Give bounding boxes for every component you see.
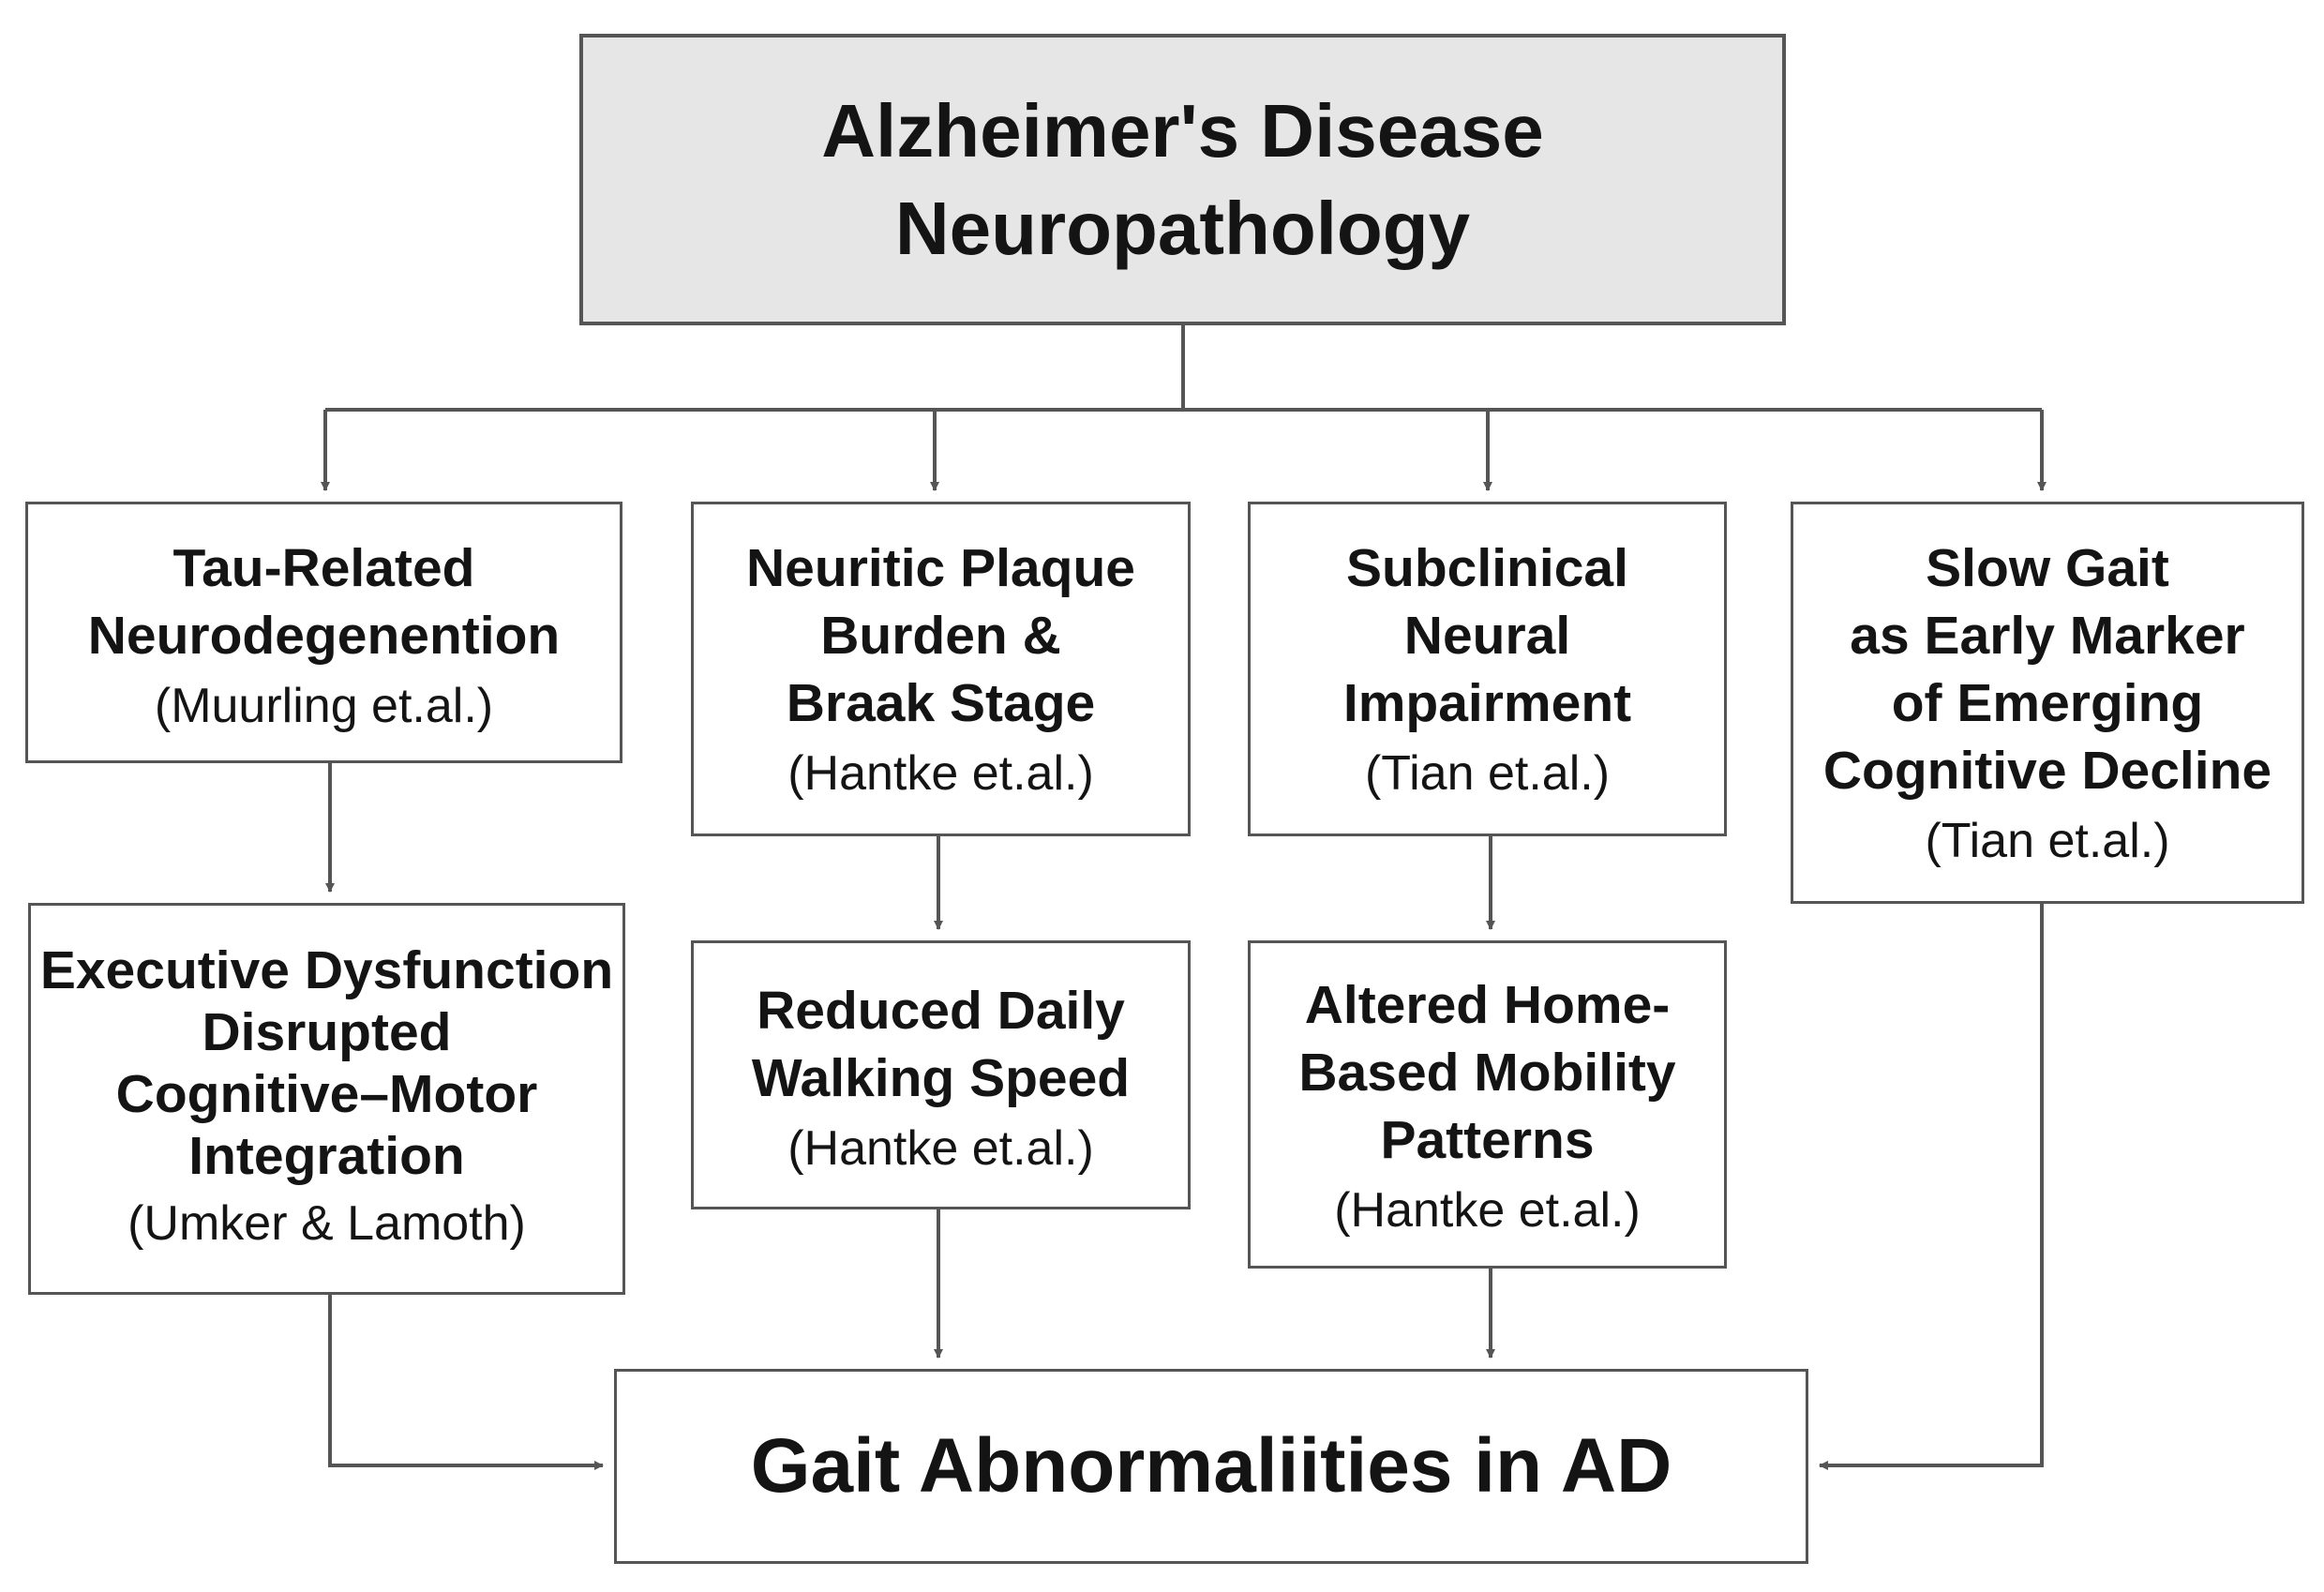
arrow-slow-gait-to-result [1819,904,2044,1470]
node-title: Tau-Related Neurodegenention [87,538,561,666]
node-title: Neuritic Plaque Burden & Braak Stage [746,538,1135,733]
result-node-title: Gait Abnormaliities in AD [750,1423,1672,1509]
node-title: Subclinical Neural Impairment [1342,538,1632,733]
node-citation: (Tian et.al.) [1364,746,1611,801]
root-node-title: Alzheimer's Disease Neuropathology [821,88,1544,270]
node-title: Reduced Daily Walking Speed [751,981,1131,1108]
node-citation: (Muurling et.al.) [154,679,494,733]
result-node-gait-abnormalities: Gait Abnormaliities in AD [614,1369,1808,1564]
node-title: Executive Dysfunction Disrupted Cognitiv… [39,940,614,1186]
arrow-executive-to-result [328,1295,604,1470]
node-citation: (Umker & Lamoth) [127,1196,526,1251]
node-subclinical-impairment: Subclinical Neural Impairment (Tian et.a… [1248,502,1727,836]
node-executive-dysfunction: Executive Dysfunction Disrupted Cognitiv… [28,903,625,1295]
node-title: Slow Gait as Early Marker of Emerging Co… [1822,538,2272,801]
node-slow-gait-marker: Slow Gait as Early Marker of Emerging Co… [1791,502,2304,904]
node-altered-mobility: Altered Home- Based Mobility Patterns (H… [1248,940,1727,1269]
node-citation: (Hantke et.al.) [1334,1183,1641,1238]
node-reduced-walking-speed: Reduced Daily Walking Speed (Hantke et.a… [691,940,1191,1209]
node-neuritic-plaque: Neuritic Plaque Burden & Braak Stage (Ha… [691,502,1191,836]
node-tau-neurodegeneration: Tau-Related Neurodegenention (Muurling e… [25,502,622,763]
node-citation: (Hantke et.al.) [787,746,1094,801]
root-node-alzheimers-neuropathology: Alzheimer's Disease Neuropathology [579,34,1786,325]
node-citation: (Hantke et.al.) [787,1121,1094,1176]
node-title: Altered Home- Based Mobility Patterns [1298,975,1676,1170]
node-citation: (Tian et.al.) [1925,814,2170,868]
